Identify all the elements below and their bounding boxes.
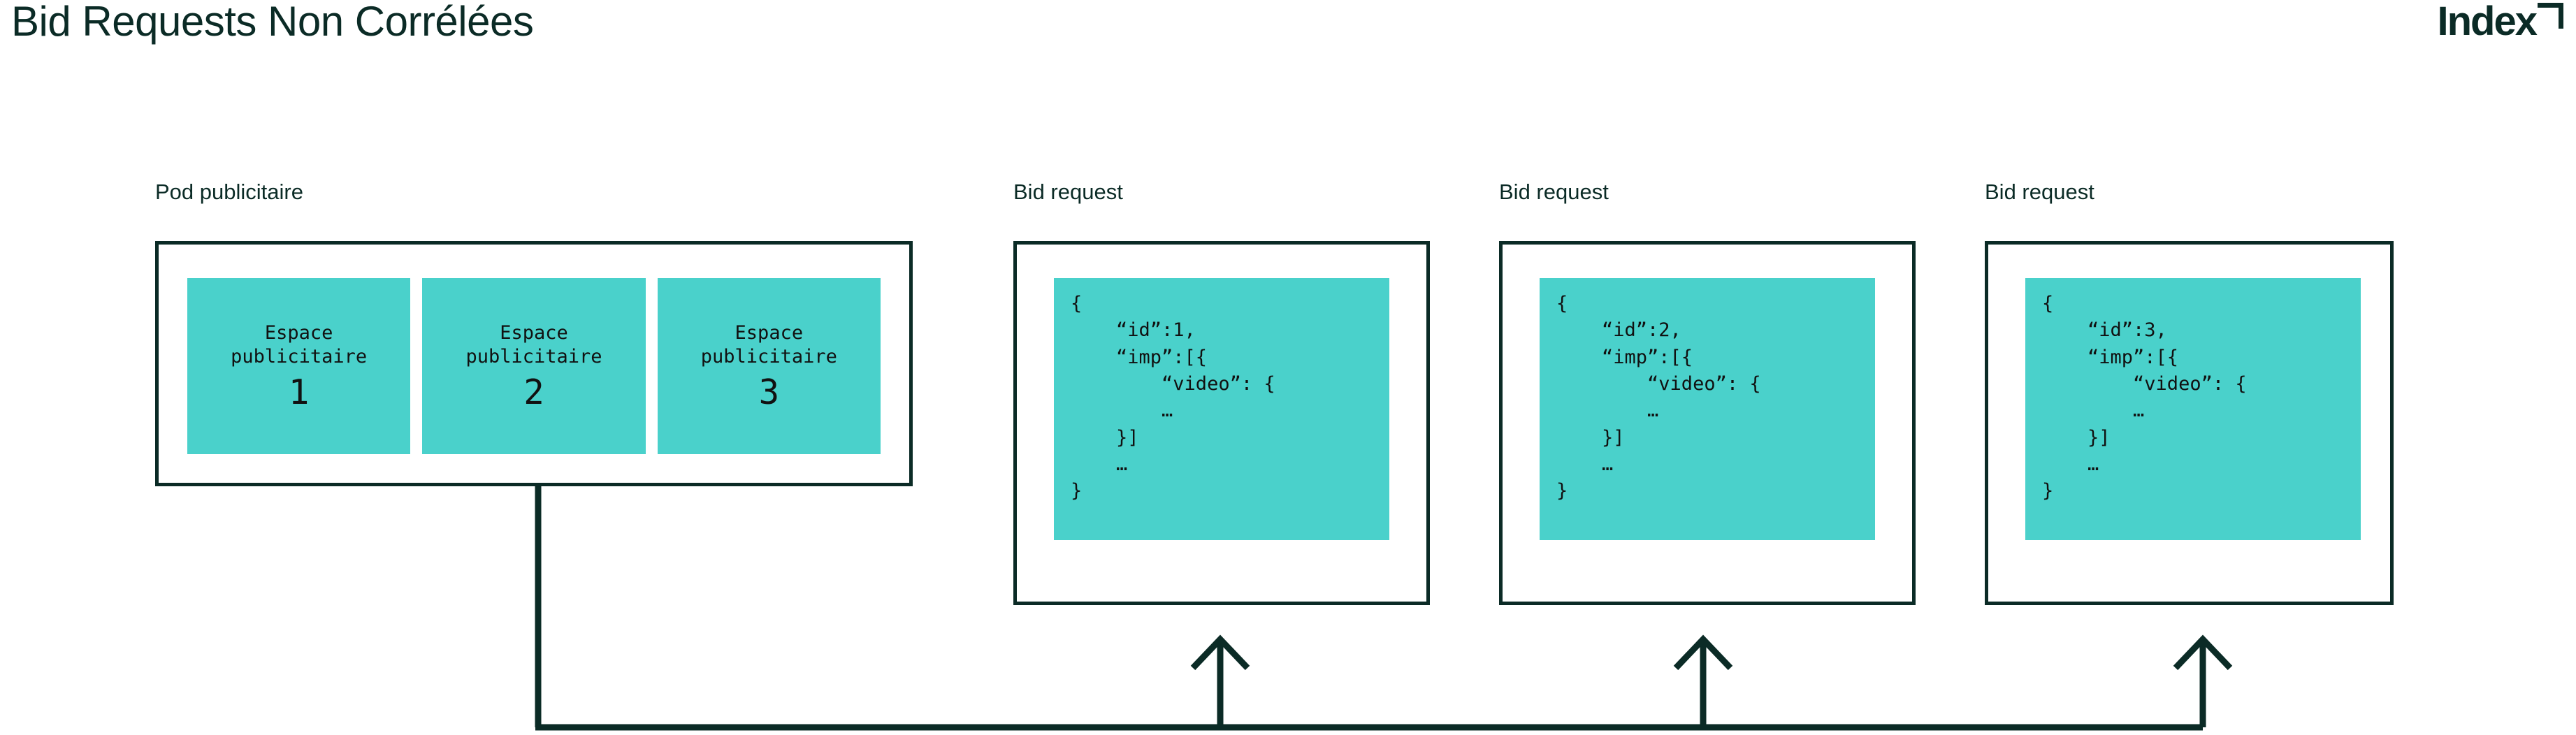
- ad-slot-1-number: 1: [288, 372, 310, 412]
- bid-request-3-code: { “id”:3, “imp”:[{ “video”: { … }] … }: [2042, 293, 2247, 502]
- page-title: Bid Requests Non Corrélées: [11, 0, 534, 45]
- brand-wordmark: Index: [2437, 0, 2538, 44]
- bid-request-1-code: { “id”:1, “imp”:[{ “video”: { … }] … }: [1071, 293, 1275, 502]
- arrow-head-2-icon: [1673, 634, 1733, 671]
- bid-request-2-label: Bid request: [1499, 180, 1609, 204]
- pod-slot-list: Espace publicitaire 1 Espace publicitair…: [187, 278, 881, 454]
- bid-request-2-json-card[interactable]: { “id”:2, “imp”:[{ “video”: { … }] … }: [1540, 278, 1875, 540]
- index-logo: Index: [2437, 0, 2563, 45]
- ad-slot-1-line2: publicitaire: [231, 346, 368, 368]
- ad-slot-1-line1: Espace: [264, 321, 333, 344]
- ad-slot-2[interactable]: Espace publicitaire 2: [422, 278, 646, 454]
- arrow-head-3-icon: [2173, 634, 2233, 671]
- ad-slot-1[interactable]: Espace publicitaire 1: [187, 278, 411, 454]
- ad-slot-3[interactable]: Espace publicitaire 3: [657, 278, 881, 454]
- ad-slot-3-line1: Espace: [735, 321, 804, 344]
- ad-slot-3-number: 3: [758, 372, 780, 412]
- bid-request-3-json-card[interactable]: { “id”:3, “imp”:[{ “video”: { … }] … }: [2025, 278, 2361, 540]
- bid-request-3-label: Bid request: [1985, 180, 2094, 204]
- ad-slot-2-line1: Espace: [500, 321, 568, 344]
- corner-bracket-icon: [2538, 3, 2563, 29]
- bid-request-1-json-card[interactable]: { “id”:1, “imp”:[{ “video”: { … }] … }: [1054, 278, 1389, 540]
- bid-request-1-label: Bid request: [1013, 180, 1123, 204]
- ad-slot-2-line2: publicitaire: [465, 346, 602, 368]
- bid-request-2-code: { “id”:2, “imp”:[{ “video”: { … }] … }: [1556, 293, 1761, 502]
- ad-slot-3-line2: publicitaire: [700, 346, 837, 368]
- arrow-head-1-icon: [1190, 634, 1250, 671]
- ad-slot-2-number: 2: [523, 372, 544, 412]
- pod-label: Pod publicitaire: [155, 180, 303, 204]
